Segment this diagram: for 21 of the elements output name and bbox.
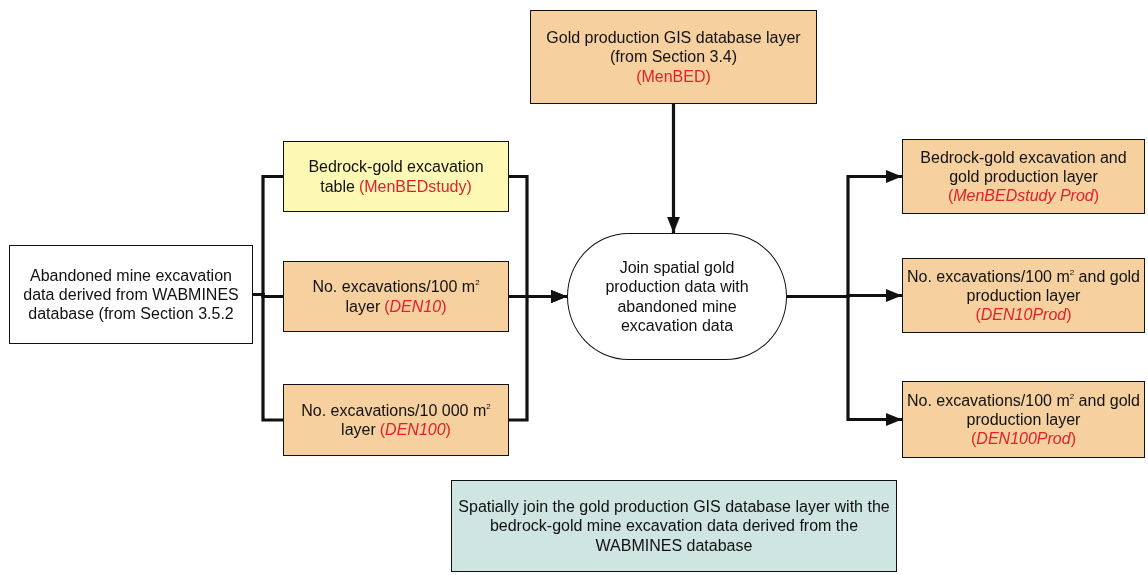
process-box (902, 139, 1145, 214)
process-box (451, 480, 897, 572)
box-label: Join spatial gold production data with abandoned mine excavation data (604, 258, 750, 335)
process-box (530, 10, 817, 104)
box-label: Bedrock-gold excavation and gold production layer (MenBEDstudy Prod) (919, 147, 1128, 206)
process-box (902, 381, 1145, 458)
connector-arrow (667, 104, 680, 233)
process-box (283, 141, 509, 212)
box-label: Abandoned mine excavation data derived from WABMINES database (from Section 3.5.2 (22, 265, 240, 324)
box-label: Gold production GIS database layer (from Section 3.4) (MenBED) (545, 28, 802, 86)
process-box (9, 245, 253, 344)
box-label: No. excavations/100 m$^{2}$ layer (DEN10) (311, 277, 481, 316)
connector-arrow (787, 294, 902, 426)
process-box (283, 384, 509, 456)
box-label: No. excavations/10 000 m$^{2}$ layer (DEN100) (300, 400, 492, 440)
box-label: Bedrock-gold excavation table (MenBEDstudy) (307, 157, 485, 196)
box-label: Spatially join the gold production GIS database layer with the bedrock-gold mine excavation data derived from the WABMINES database (457, 497, 891, 555)
process-box (902, 258, 1145, 333)
box-label: No. excavations/100 m$^{2}$ and gold production layer (DEN10Prod) (906, 266, 1141, 325)
process-box (283, 261, 509, 332)
box-label: No. excavations/100 m$^{2}$ and gold production layer (DEN100Prod) (906, 390, 1141, 449)
